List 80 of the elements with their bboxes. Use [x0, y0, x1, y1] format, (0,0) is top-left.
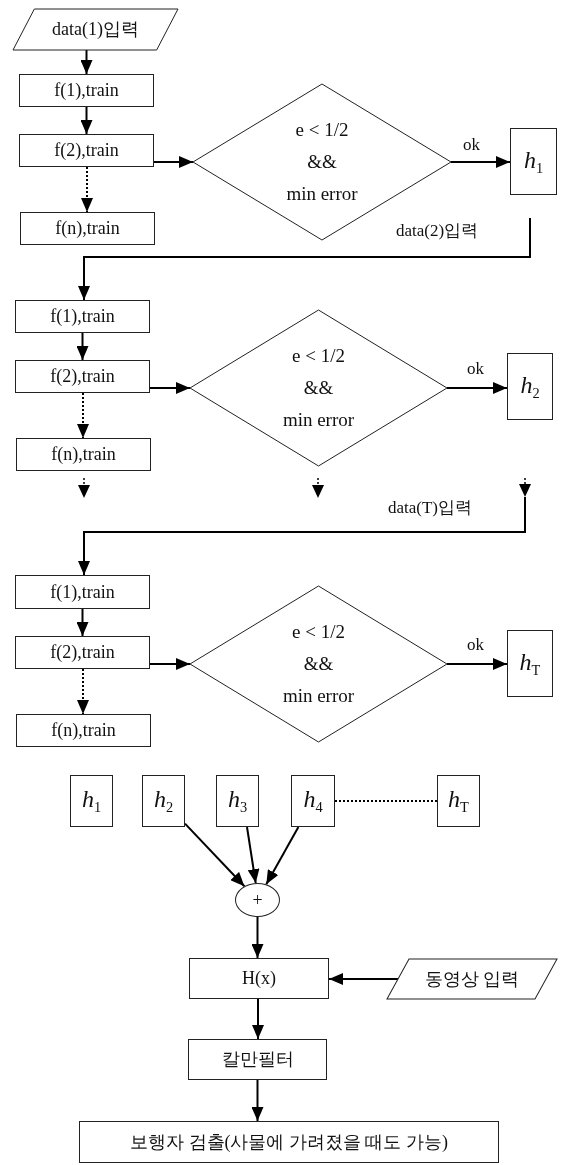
hypothesis-box	[70, 775, 113, 827]
hypothesis-box	[216, 775, 259, 827]
hypothesis-box	[291, 775, 335, 827]
node-label: h$_{2}$	[153, 786, 174, 816]
arrow	[153, 156, 194, 168]
node-label: &&	[303, 653, 334, 675]
node-label: min error	[286, 182, 358, 205]
arrow	[149, 382, 191, 394]
input-parallelogram	[13, 9, 178, 50]
arrow	[81, 166, 93, 213]
arrow	[80, 106, 93, 135]
process-box	[19, 134, 154, 167]
node-label: 보행자 검출(사물에 가려졌을 때도 가능)	[130, 1131, 448, 1153]
arrow	[76, 332, 89, 361]
decision-diamond	[190, 310, 447, 466]
arrow	[265, 826, 300, 886]
node-label: 동영상 입력	[424, 968, 520, 990]
process-box	[15, 575, 150, 609]
arrow	[77, 668, 89, 715]
node-label: h$_{T}$	[448, 786, 469, 816]
arrow	[446, 382, 508, 394]
process-box	[16, 438, 151, 471]
node-label: f(1),train	[50, 306, 115, 327]
process-box	[15, 360, 150, 393]
node-label: h$_{3}$	[227, 786, 248, 816]
node-label: e < 1/2	[295, 119, 349, 142]
hypothesis-box	[507, 353, 553, 420]
arrow	[252, 998, 264, 1040]
process-box	[20, 212, 155, 245]
node-label: f(2),train	[50, 642, 115, 663]
node-label: h$_{T}$	[519, 648, 541, 679]
node-label: f(1),train	[50, 581, 115, 603]
arrow	[80, 49, 93, 75]
arrow	[246, 826, 260, 885]
process-box	[188, 1039, 327, 1080]
node-label: f(n),train	[55, 218, 120, 239]
process-box	[19, 74, 154, 107]
hypothesis-box	[510, 128, 557, 195]
node-label: +	[252, 889, 263, 911]
node-label: f(n),train	[51, 720, 116, 741]
sum-circle	[235, 883, 280, 917]
hypothesis-box	[507, 630, 553, 697]
node-label: data(1)입력	[52, 19, 139, 40]
hypothesis-box	[437, 775, 480, 827]
node-label: h$_{1}$	[81, 786, 102, 816]
arrow	[77, 392, 89, 439]
node-label: e < 1/2	[292, 345, 345, 368]
arrow	[78, 217, 531, 301]
arrow	[149, 658, 191, 670]
arrow	[78, 496, 526, 576]
arrow	[328, 973, 399, 985]
node-label: h$_{4}$	[303, 786, 323, 816]
process-box	[189, 958, 329, 999]
process-box	[15, 636, 150, 669]
dotted-line	[334, 800, 438, 802]
arrow	[446, 658, 508, 670]
node-label: f(n),train	[51, 444, 116, 465]
arrow	[184, 822, 246, 888]
node-label: f(1),train	[54, 80, 119, 101]
node-label: f(2),train	[50, 366, 115, 387]
process-box	[79, 1121, 499, 1163]
node-label: f(2),train	[54, 140, 119, 161]
node-label: e < 1/2	[292, 621, 345, 644]
process-box	[15, 300, 150, 333]
hypothesis-box	[142, 775, 185, 827]
arrow	[450, 156, 511, 168]
decision-diamond	[190, 586, 447, 742]
node-label: &&	[307, 151, 337, 173]
process-box	[16, 714, 151, 747]
node-label: h$_{1}$	[523, 146, 544, 177]
node-label: 칼만필터	[221, 1049, 294, 1070]
node-label: &&	[303, 377, 334, 399]
arrow	[251, 916, 264, 959]
arrow	[251, 1079, 264, 1122]
node-label: h$_{2}$	[520, 371, 540, 402]
arrow	[76, 608, 89, 637]
node-label: min error	[282, 408, 355, 431]
node-label: H(x)	[242, 968, 276, 989]
input-parallelogram	[387, 959, 557, 999]
node-label: min error	[282, 684, 355, 707]
